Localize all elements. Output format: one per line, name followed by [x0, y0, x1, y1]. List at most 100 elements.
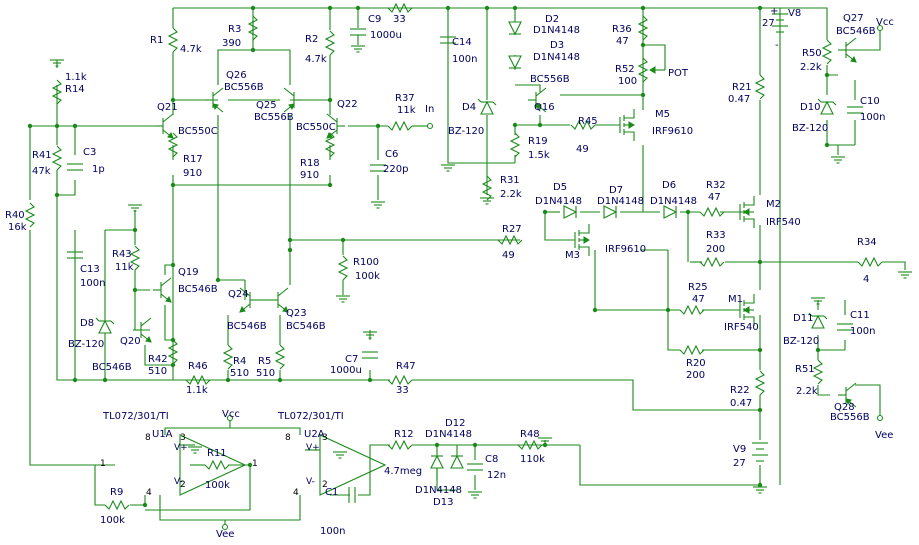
resistor-body [222, 344, 234, 370]
wire [358, 444, 390, 496]
resistor-value: 1.5k [528, 150, 550, 161]
mosfet-name: M3 [565, 250, 580, 261]
junction-dot [250, 47, 256, 53]
wire [164, 420, 231, 435]
zener-hook [110, 320, 115, 325]
resistor-name: R40 [5, 210, 25, 221]
resistor-body [167, 27, 179, 53]
emitter-arrow [212, 103, 219, 111]
wire [29, 230, 115, 466]
resistor-body [637, 15, 649, 41]
junction-dot [250, 5, 256, 11]
junction-dot [512, 122, 518, 128]
ground-symbol [128, 204, 142, 212]
resistor-value: 33 [396, 385, 409, 396]
capacitor-c14 [440, 36, 456, 44]
diode-value: D1N4148 [533, 52, 580, 63]
junction-dot [225, 377, 231, 383]
resistor-r18 [324, 132, 336, 158]
mosfet-m3 [574, 224, 590, 256]
resistor-value: 47k [32, 166, 51, 177]
resistor-body [754, 370, 766, 396]
zener-hook [817, 98, 822, 103]
wire [164, 305, 173, 341]
resistor-value: 510 [256, 368, 275, 379]
resistor-r2 [324, 30, 336, 56]
resistor-name: R50 [802, 48, 822, 59]
transistor-name: Q20 [120, 336, 141, 347]
resistor-r51 [812, 359, 824, 385]
resistor-value: 47 [692, 294, 705, 305]
ground-symbol [831, 156, 845, 164]
diode-d8 [95, 317, 115, 334]
junction-dot [757, 259, 763, 265]
transistor-name: Q26 [226, 70, 247, 81]
resistor-r100 [337, 255, 349, 281]
transistor-collector [326, 113, 338, 123]
components [24, 2, 912, 531]
vee-label: Vee [216, 529, 234, 540]
resistor-r5 [274, 344, 286, 370]
resistor-name: R12 [394, 429, 414, 440]
mosfet-name: M2 [766, 199, 781, 210]
junction-dot [170, 262, 176, 268]
junction-dot [757, 347, 763, 353]
wire [642, 25, 666, 70]
transistor-name: Q27 [843, 13, 864, 24]
diode-body [430, 454, 444, 469]
resistor-value: 2.2k [800, 62, 822, 73]
resistor-value: 2.2k [500, 189, 522, 200]
capacitor-value: 1000u [370, 30, 402, 41]
resistor-body [570, 119, 596, 131]
junction-dot [247, 462, 253, 468]
junction-dot [327, 5, 333, 11]
resistor-r34 [857, 256, 883, 268]
wire [134, 270, 150, 291]
terminal [221, 523, 229, 531]
diode-d13 [450, 454, 464, 469]
junction-dot [340, 237, 346, 243]
capacitor-c6 [370, 164, 386, 172]
resistor-r27 [497, 234, 523, 246]
resistor-body [821, 39, 833, 65]
diode-body [508, 55, 522, 70]
resistor-value: 100k [100, 515, 125, 526]
ground-symbol [538, 437, 552, 445]
junction-dot [132, 227, 138, 233]
mosfet-drain [744, 294, 755, 304]
diode-name: D3 [550, 40, 564, 51]
source-value: 27 [733, 458, 746, 469]
junction-dot [287, 237, 293, 243]
transistor-q23 [270, 287, 289, 313]
junction-dot [434, 442, 440, 448]
capacitor-value: 100n [452, 54, 477, 65]
capacitor-name: C13 [80, 264, 100, 275]
mosfet-arrow [628, 121, 635, 129]
resistor-name: R14 [65, 84, 85, 95]
diode-d2 [508, 21, 522, 36]
junction-dot [72, 123, 78, 129]
resistor-value: 49 [502, 250, 515, 261]
diode-body [603, 205, 618, 219]
emitter-arrow [165, 295, 172, 303]
mosfet-source [624, 131, 635, 141]
resistor-value: 100 [618, 76, 637, 87]
transistor-name: Q19 [178, 267, 199, 278]
resistor-body [185, 374, 211, 386]
resistor-r14 [51, 79, 63, 105]
diode-name: D13 [433, 497, 453, 508]
wire [130, 495, 146, 506]
diode-value: BZ-120 [448, 126, 484, 137]
resistor-name: R41 [32, 150, 52, 161]
source-v8 [772, 13, 788, 33]
diode-body [563, 205, 578, 219]
junction-dot [592, 307, 598, 313]
transistor-collector [140, 317, 152, 327]
opamp-minus-label: V- [174, 477, 183, 487]
junction-dot [142, 502, 148, 508]
wire [217, 49, 253, 85]
resistor-body [387, 374, 413, 386]
diode-body [811, 314, 825, 329]
capacitor-name: C9 [368, 14, 381, 25]
transistor-type: BC556B [530, 74, 570, 85]
